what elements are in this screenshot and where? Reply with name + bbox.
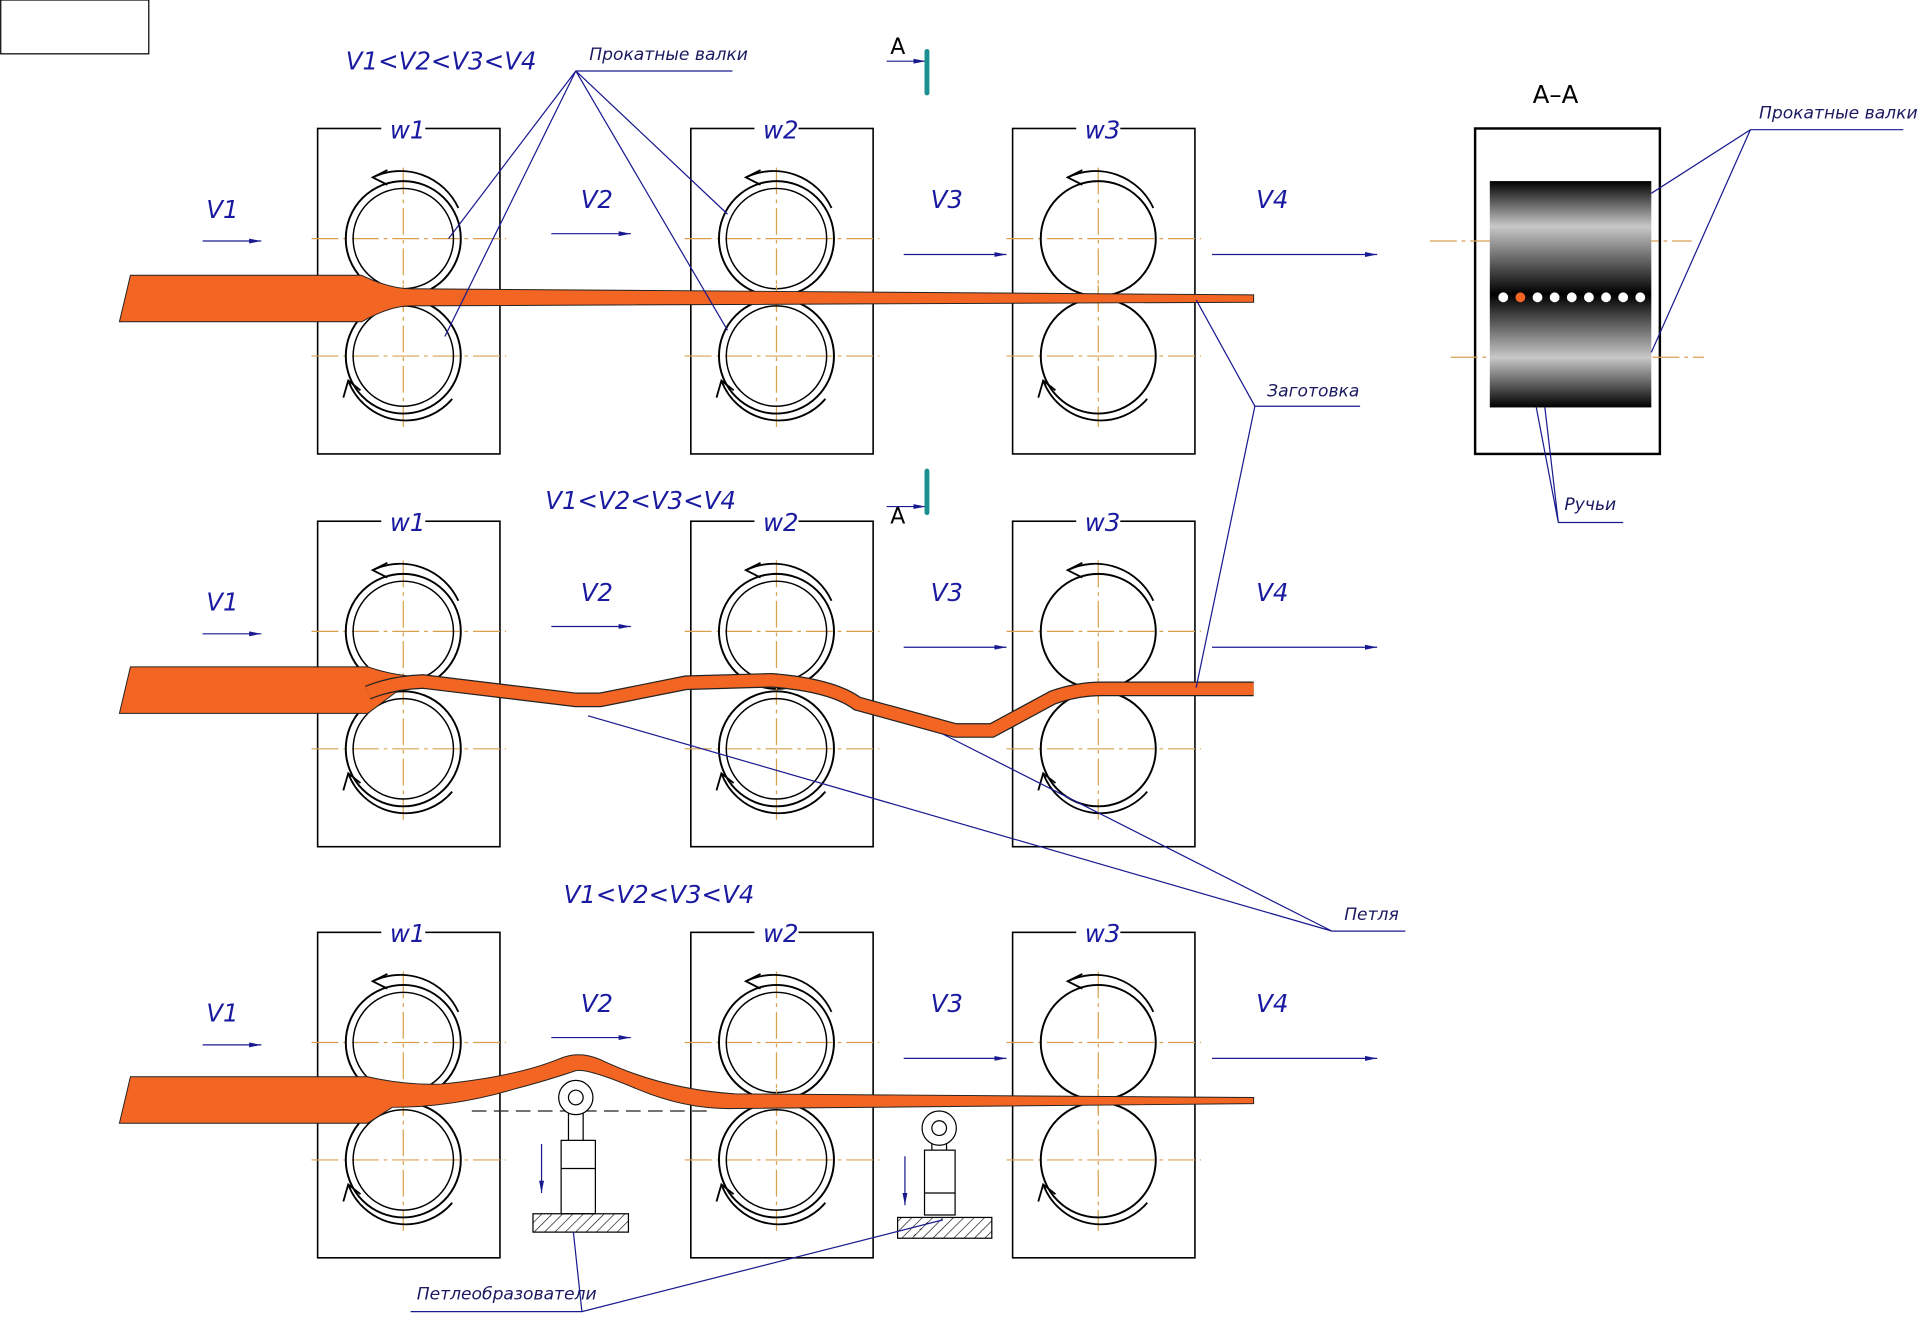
stand-label: w2: [763, 508, 799, 537]
note-loopers: Петлеобразователи: [417, 1284, 597, 1304]
speed-relation-row2: V1<V2<V3<V4: [545, 486, 736, 515]
stand-label: w3: [1085, 508, 1121, 537]
rotation-arrow-icon: [745, 170, 833, 209]
stand-label: w2: [763, 919, 799, 948]
bottom-roll: [311, 285, 507, 428]
note-grooves: Ручьи: [1564, 495, 1616, 515]
section-mark-label-bottom: A: [890, 505, 905, 530]
rotation-arrow-icon: [1042, 1184, 1148, 1226]
title-block-corner: [0, 0, 150, 55]
groove-dot: [1618, 292, 1629, 303]
speed-label-v1: V1: [206, 195, 238, 224]
billet-strip-row3: [118, 1054, 1255, 1124]
speed-label-v1: V1: [206, 999, 238, 1028]
rotation-arrow-icon: [1067, 974, 1155, 1013]
billet-strip-row1: [118, 274, 1255, 323]
stand-label: w3: [1085, 115, 1121, 144]
rotation-arrow-icon: [372, 170, 460, 209]
bottom-roll: [1006, 1088, 1202, 1231]
note-rolls: Прокатные валки: [589, 45, 748, 65]
speed-relation-row3: V1<V2<V3<V4: [564, 880, 755, 909]
section-view-a-a: A–A: [1429, 80, 1704, 456]
note-rolls-section: Прокатные валки: [1759, 104, 1918, 124]
stand-w3: w3: [1006, 115, 1202, 455]
groove-dot: [1549, 292, 1560, 303]
groove-dot: [1635, 292, 1646, 303]
speed-label-v4: V4: [1256, 185, 1288, 214]
note-billet: Заготовка: [1267, 381, 1359, 401]
stand-w3: w3: [1006, 508, 1202, 848]
bottom-roll: [1006, 285, 1202, 428]
rotation-arrow-icon: [745, 974, 833, 1013]
stand-label: w1: [390, 508, 426, 537]
looper-1: [532, 1079, 630, 1233]
speed-label-v4: V4: [1256, 578, 1288, 607]
speed-label-v1: V1: [206, 588, 238, 617]
rotation-arrow-icon: [347, 380, 453, 422]
groove-dot: [1498, 292, 1509, 303]
rotation-arrow-icon: [1067, 170, 1155, 209]
note-loop: Петля: [1344, 905, 1399, 925]
annotations: Прокатные валки Прокатные валки Заготовк…: [346, 45, 1918, 1304]
top-roll: [311, 560, 507, 703]
speed-label-v4: V4: [1256, 989, 1288, 1018]
groove-dot: [1601, 292, 1611, 303]
bottom-roll: [684, 285, 880, 428]
rotation-arrow-icon: [720, 772, 827, 815]
leader-lines: [410, 70, 1904, 1313]
stand-label: w1: [390, 115, 426, 144]
groove-dot: [1515, 292, 1526, 303]
looper-2: [896, 1110, 993, 1239]
rotation-arrow-icon: [720, 1184, 827, 1226]
groove-dot: [1566, 292, 1577, 303]
billet-strip-row2-loop-fill: [365, 674, 1254, 737]
speed-label-v2: V2: [581, 989, 613, 1018]
rotation-arrow-icon: [720, 380, 827, 422]
rotation-arrow-icon: [372, 562, 460, 602]
rotation-arrow-icon: [372, 974, 460, 1013]
rotation-arrow-icon: [1042, 772, 1148, 815]
bottom-roll: [311, 677, 507, 820]
speed-relation-row1: V1<V2<V3<V4: [346, 47, 537, 76]
stand-label: w1: [390, 919, 426, 948]
rotation-arrow-icon: [347, 1184, 453, 1226]
stand-w2: w2: [684, 115, 880, 455]
section-mark-label-top: A: [890, 35, 905, 60]
rotation-arrow-icon: [745, 562, 833, 602]
speed-label-v3: V3: [931, 185, 963, 214]
rotation-arrow-icon: [1067, 562, 1155, 602]
stand-label: w3: [1085, 919, 1121, 948]
stand-w2: w2: [684, 919, 880, 1259]
rotation-arrow-icon: [347, 772, 453, 815]
stand-label: w2: [763, 115, 799, 144]
speed-label-v3: V3: [931, 578, 963, 607]
groove-row: [1498, 292, 1646, 303]
speed-label-v3: V3: [931, 989, 963, 1018]
rotation-arrow-icon: [1042, 380, 1148, 422]
section-mark-top: A: [886, 35, 930, 96]
stand-w3: w3: [1006, 919, 1202, 1259]
speed-label-v2: V2: [581, 185, 613, 214]
groove-dot: [1584, 292, 1594, 303]
groove-dot: [1532, 292, 1543, 303]
bottom-roll: [684, 677, 880, 820]
section-mark-bottom: A: [886, 468, 930, 530]
speed-label-v2: V2: [581, 578, 613, 607]
section-title: A–A: [1533, 80, 1579, 109]
